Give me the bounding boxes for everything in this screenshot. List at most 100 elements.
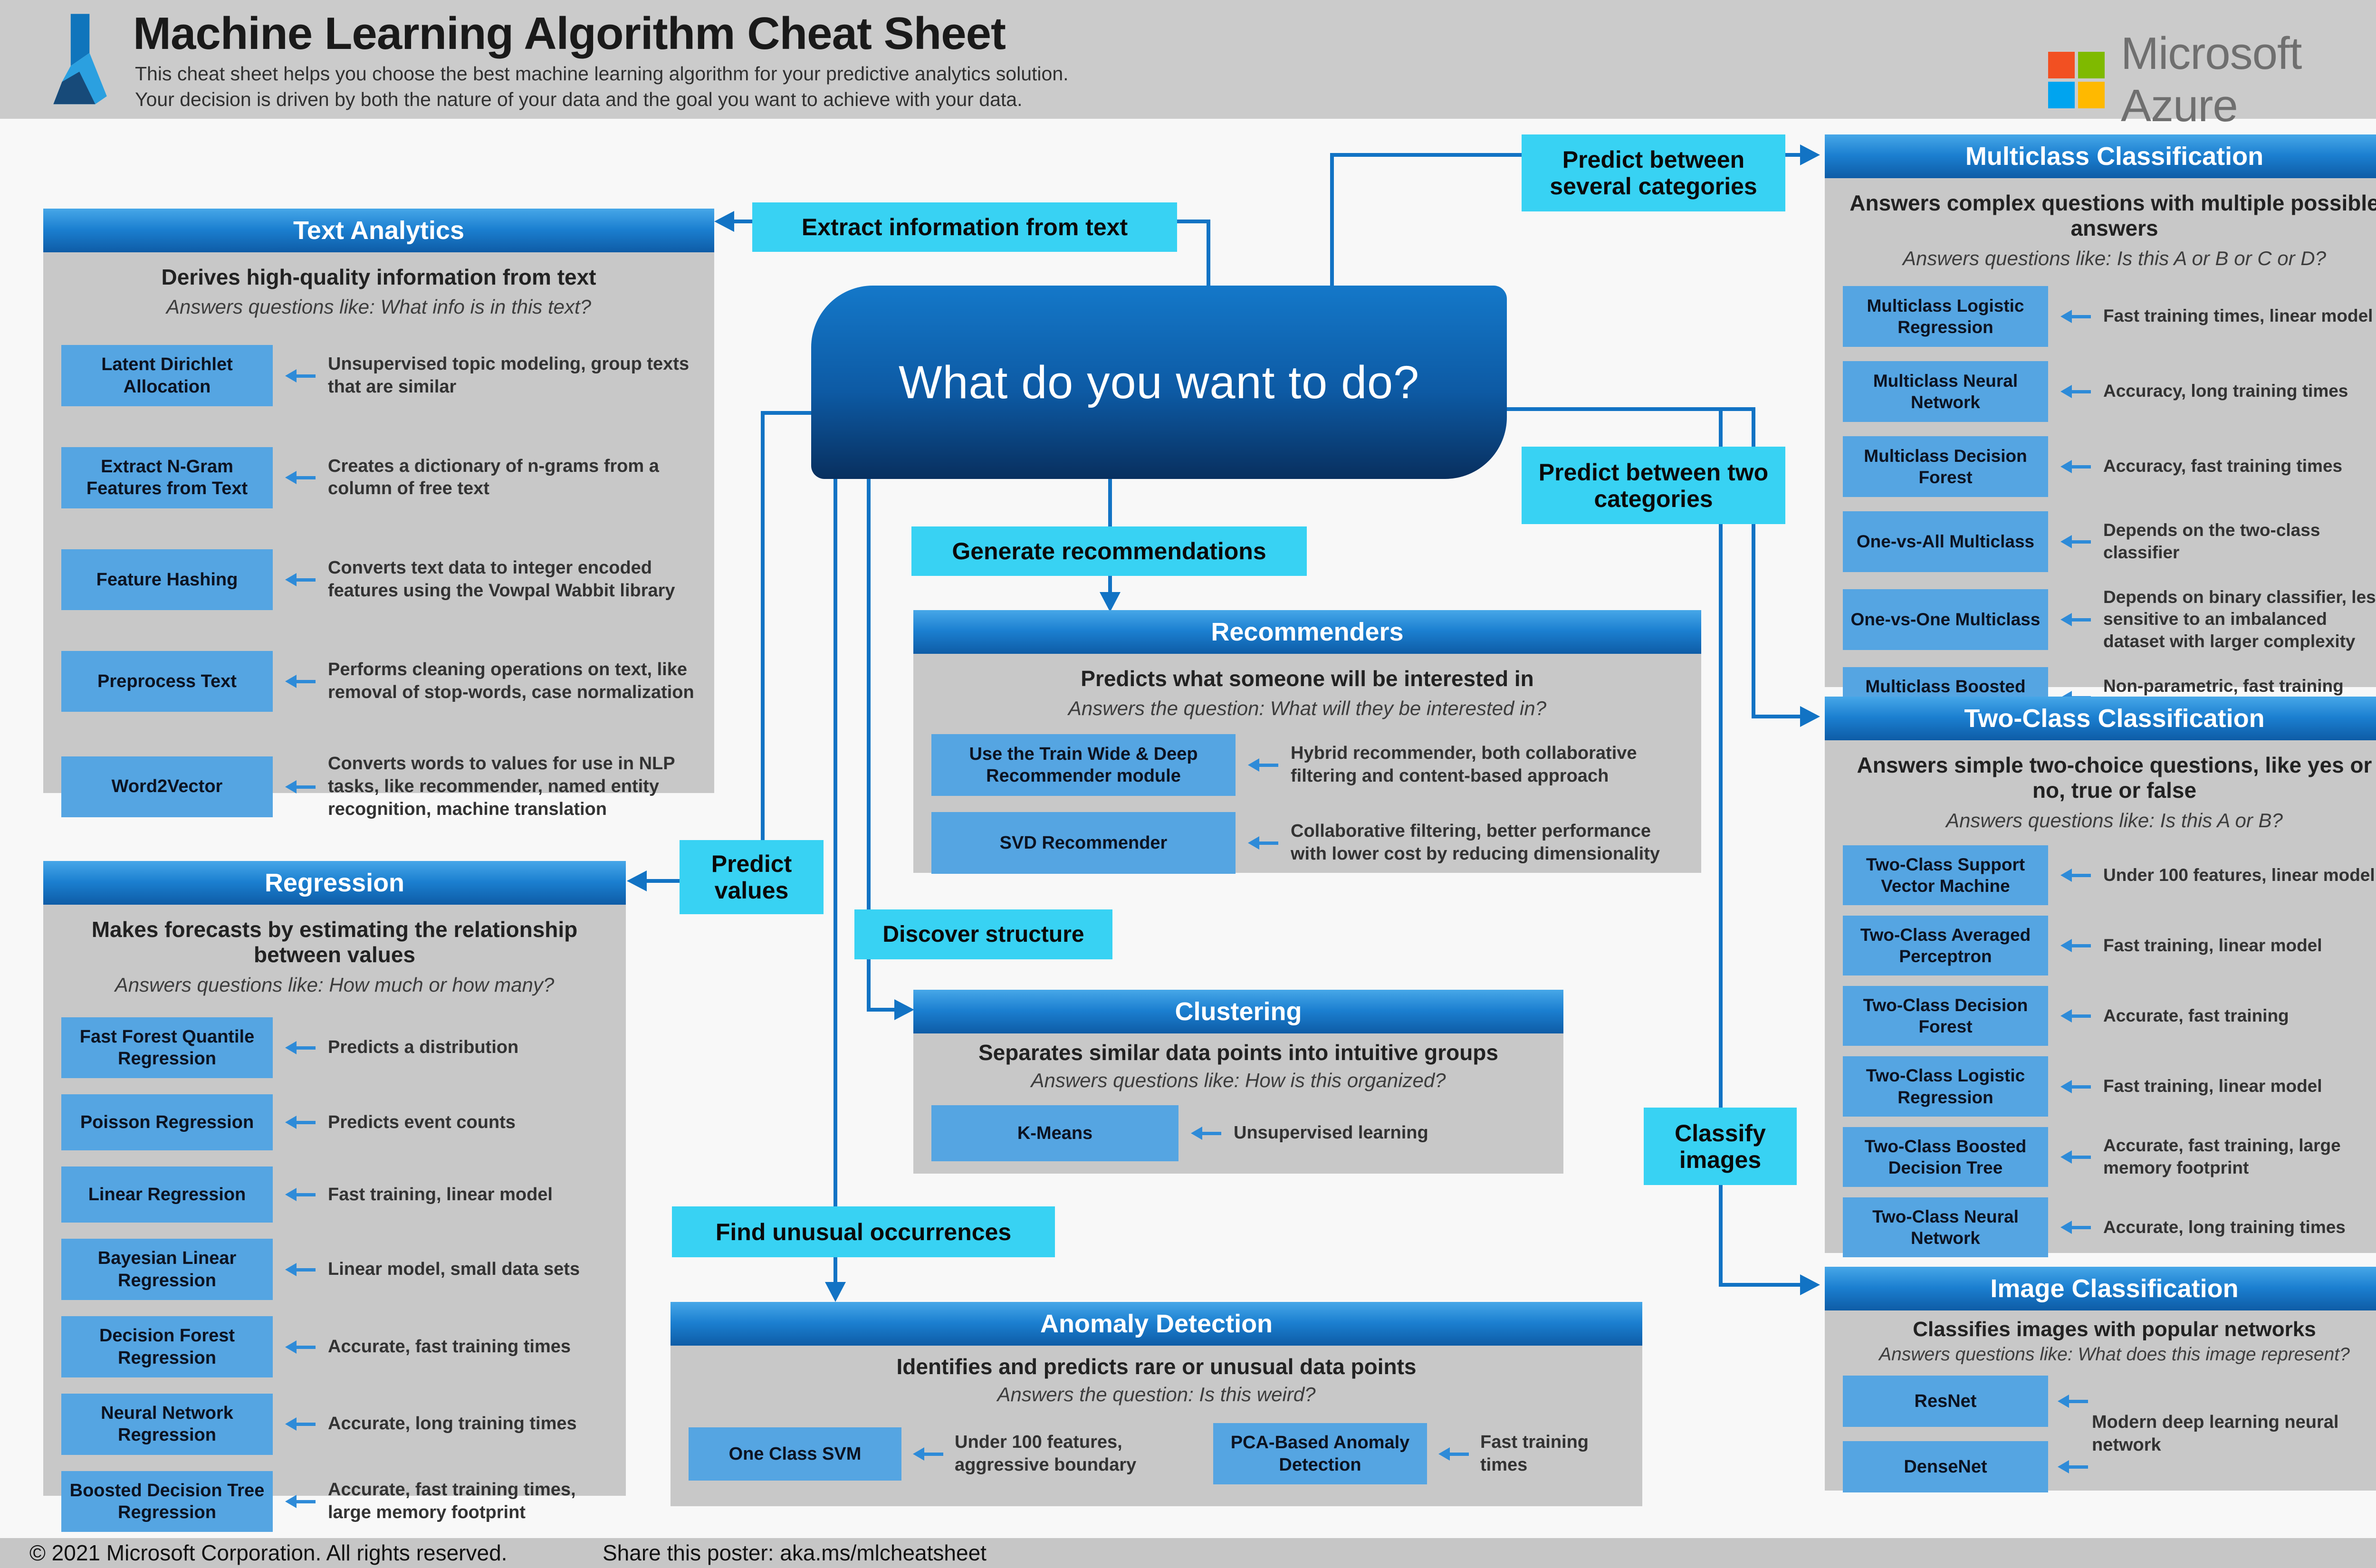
arrow-left-icon [2060, 535, 2091, 549]
page-subtitle-line1: This cheat sheet helps you choose the be… [135, 63, 1069, 85]
panel-headline: Makes forecasts by estimating the relati… [91, 917, 578, 967]
arrow-right-icon [1800, 706, 1820, 727]
algorithm-row: SVD Recommender Collaborative filtering,… [931, 812, 1683, 874]
arrow-down-icon [1100, 592, 1121, 612]
label-predict-two-categories: Predict between two categories [1522, 447, 1785, 524]
panel-two-class-classification: Two-Class Classification Answers simple … [1825, 697, 2376, 1258]
header-band: Machine Learning Algorithm Cheat Sheet T… [0, 0, 2376, 131]
arrow-left-icon [2060, 1009, 2091, 1023]
panel-headline: Derives high-quality information from te… [161, 265, 596, 289]
algorithm-row: Neural Network Regression Accurate, long… [61, 1393, 608, 1455]
algorithm-row: DenseNet [1843, 1441, 2088, 1493]
arrow-left-icon [627, 870, 647, 891]
algorithm-row: Use the Train Wide & Deep Recommender mo… [931, 734, 1683, 796]
algorithm-list: Fast Forest Quantile Regression Predicts… [61, 1017, 608, 1532]
algorithm-button: Latent Dirichlet Allocation [61, 345, 273, 407]
algorithm-button: Two-Class Logistic Regression [1843, 1056, 2048, 1117]
panel-title: Text Analytics [43, 209, 714, 252]
algorithm-list: Two-Class Support Vector Machine Under 1… [1843, 845, 2376, 1258]
algorithm-button: SVD Recommender [931, 812, 1236, 874]
microsoft-logo-icon [2048, 51, 2105, 108]
algorithm-row: Fast Forest Quantile Regression Predicts… [61, 1017, 608, 1079]
arrow-left-icon [913, 1447, 943, 1461]
panel-title: Two-Class Classification [1825, 697, 2376, 740]
brand-name: Microsoft Azure [2121, 28, 2302, 131]
panel-question: Answers questions like: How is this orga… [1031, 1069, 1446, 1092]
algorithm-description: Converts words to values for use in NLP … [328, 753, 675, 819]
arrow-left-icon [285, 470, 316, 485]
algorithm-button: ResNet [1843, 1376, 2048, 1427]
panel-image-classification: Image Classification Classifies images w… [1825, 1267, 2376, 1493]
algorithm-button: Multiclass Logistic Regression [1843, 286, 2048, 347]
arrow-down-icon [825, 1282, 846, 1302]
algorithm-button: Neural Network Regression [61, 1393, 273, 1455]
algorithm-description: Accurate, long training times [328, 1414, 577, 1434]
panel-title: Regression [43, 861, 626, 905]
microsoft-azure-logo: Microsoft Azure [2048, 28, 2376, 132]
panel-text-analytics: Text Analytics Derives high-quality info… [43, 209, 714, 819]
page-title: Machine Learning Algorithm Cheat Sheet [133, 8, 1006, 59]
algorithm-row: Two-Class Averaged Perceptron Fast train… [1843, 915, 2376, 976]
arrow-left-icon [285, 1494, 316, 1509]
algorithm-row: K-Means Unsupervised learning [931, 1105, 1545, 1162]
arrow-left-icon [2060, 459, 2091, 474]
label-find-unusual-occurrences: Find unusual occurrences [672, 1206, 1055, 1257]
algorithm-row: Feature Hashing Converts text data to in… [61, 549, 696, 610]
arrow-left-icon [285, 674, 316, 688]
algorithm-description: Modern deep learning neural network [2092, 1412, 2339, 1455]
arrow-left-icon [285, 1187, 316, 1202]
label-classify-images: Classify images [1644, 1108, 1797, 1185]
arrow-left-icon [2060, 384, 2091, 399]
algorithm-description: Accurate, fast training times, large mem… [328, 1480, 576, 1522]
algorithm-row: Boosted Decision Tree Regression Accurat… [61, 1471, 608, 1532]
algorithm-description: Depends on the two-class classifier [2103, 520, 2320, 562]
panel-title: Recommenders [913, 610, 1701, 654]
arrow-left-icon [1248, 836, 1278, 850]
algorithm-button: Poisson Regression [61, 1094, 273, 1151]
algorithm-row: Decision Forest Regression Accurate, fas… [61, 1316, 608, 1377]
panel-recommenders: Recommenders Predicts what someone will … [913, 610, 1701, 874]
algorithm-button: Boosted Decision Tree Regression [61, 1471, 273, 1532]
algorithm-button: Preprocess Text [61, 650, 273, 712]
panel-question: Answers questions like: Is this A or B o… [1903, 247, 2326, 269]
algorithm-description: Accurate, fast training times [328, 1336, 571, 1357]
arrow-left-icon [285, 1115, 316, 1129]
label-generate-recommendations: Generate recommendations [911, 526, 1307, 576]
algorithm-button: DenseNet [1843, 1441, 2048, 1493]
panel-clustering: Clustering Separates similar data points… [913, 990, 1563, 1174]
algorithm-button: K-Means [931, 1105, 1178, 1162]
azure-ml-studio-logo [53, 14, 107, 105]
algorithm-description: Predicts a distribution [328, 1037, 519, 1058]
panel-question: Answers the question: Is this weird? [997, 1383, 1316, 1406]
algorithm-button: Bayesian Linear Regression [61, 1239, 273, 1300]
arrow-left-icon [285, 1041, 316, 1055]
label-predict-values: Predict values [680, 840, 824, 914]
algorithm-button: Word2Vector [61, 756, 273, 817]
arrow-left-icon [2060, 612, 2091, 627]
algorithm-description: Collaborative filtering, better performa… [1291, 821, 1660, 864]
algorithm-description: Linear model, small data sets [328, 1259, 580, 1279]
algorithm-description: Accurate, fast training, large memory fo… [2103, 1136, 2341, 1177]
algorithm-list: Multiclass Logistic Regression Fast trai… [1843, 286, 2376, 728]
page-subtitle: This cheat sheet helps you choose the be… [135, 61, 1069, 112]
arrow-right-icon [1800, 144, 1820, 165]
algorithm-row: Preprocess Text Performs cleaning operat… [61, 650, 696, 712]
arrow-left-icon [1248, 758, 1278, 772]
panel-headline: Separates similar data points into intui… [978, 1040, 1498, 1065]
copyright-text: © 2021 Microsoft Corporation. All rights… [29, 1540, 508, 1565]
panel-title: Anomaly Detection [671, 1302, 1642, 1346]
algorithm-description: Fast training times [1480, 1432, 1589, 1475]
algorithm-description: Fast training, linear model [2103, 1076, 2322, 1096]
panel-headline: Predicts what someone will be interested… [1081, 666, 1534, 691]
algorithm-description: Accuracy, fast training times [2103, 456, 2343, 476]
algorithm-description: Accurate, fast training [2103, 1006, 2289, 1026]
algorithm-row: Multiclass Neural Network Accuracy, long… [1843, 361, 2376, 422]
arrow-left-icon [714, 211, 734, 232]
panel-question: Answers questions like: How much or how … [115, 973, 555, 996]
algorithm-row: Extract N-Gram Features from Text Create… [61, 447, 696, 508]
algorithm-description: Under 100 features, aggressive boundary [955, 1432, 1137, 1475]
arrow-left-icon [285, 1262, 316, 1277]
arrow-left-icon [2060, 309, 2091, 324]
algorithm-description: Depends on binary classifier, less sensi… [2103, 587, 2376, 651]
